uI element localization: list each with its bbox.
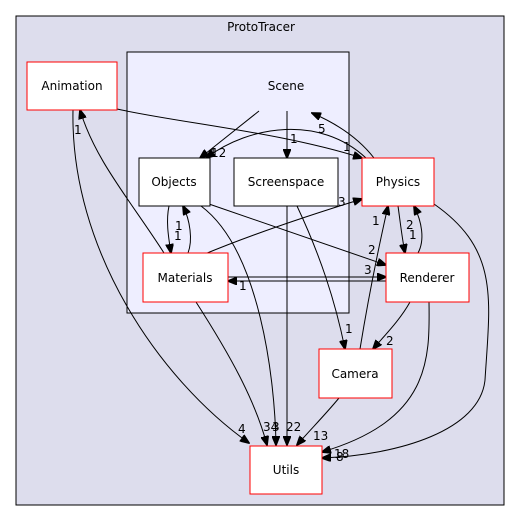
- node-renderer-label[interactable]: Renderer: [400, 271, 455, 285]
- cluster-scene-label[interactable]: Scene: [268, 79, 305, 93]
- node-camera[interactable]: Camera: [318, 348, 393, 399]
- edge-physics-scene: [312, 113, 375, 159]
- edge-renderer-physics: [414, 206, 423, 254]
- edge-physics-utils: [322, 203, 490, 458]
- edge-camera-utils: [297, 397, 340, 445]
- node-materials-label[interactable]: Materials: [157, 271, 212, 285]
- edge-animation-utils: [72, 109, 249, 443]
- edge-label-physics-renderer: 1: [409, 228, 417, 242]
- edge-label-objects-materials: 1: [174, 229, 182, 243]
- edge-label-screenspace-camera: 1: [345, 322, 353, 336]
- edge-materials-animation: [80, 110, 165, 254]
- cluster-prototracer-label: ProtoTracer: [227, 20, 295, 34]
- edge-label-objects-renderer: 2: [368, 243, 376, 257]
- node-screenspace-label[interactable]: Screenspace: [248, 175, 324, 189]
- edge-label-scene-objects: 12: [211, 146, 226, 160]
- node-camera-label[interactable]: Camera: [331, 367, 378, 381]
- edge-screenspace-camera: [296, 205, 345, 349]
- edge-objects-materials: [168, 205, 171, 253]
- edge-label-camera-physics: 1: [372, 214, 380, 228]
- edge-label-renderer-utils: 18: [334, 447, 349, 461]
- node-objects[interactable]: Objects: [138, 157, 211, 207]
- node-objects-label[interactable]: Objects: [151, 175, 196, 189]
- node-renderer[interactable]: Renderer: [385, 252, 470, 303]
- edge-label-physics-objects: 4: [208, 146, 216, 160]
- edge-label-physics-utils: 8: [336, 450, 344, 464]
- edge-label-renderer-camera: 2: [386, 334, 394, 348]
- node-utils-label[interactable]: Utils: [273, 463, 299, 477]
- edge-label-materials-objects: 1: [175, 219, 183, 233]
- edge-label-scene-screenspace: 1: [290, 132, 298, 146]
- node-materials[interactable]: Materials: [142, 252, 229, 303]
- node-animation-label[interactable]: Animation: [41, 79, 102, 93]
- edge-objects-renderer: [208, 203, 386, 265]
- edge-physics-objects: [206, 129, 367, 158]
- edge-label-materials-renderer: 3: [364, 263, 372, 277]
- edge-renderer-camera: [373, 301, 411, 349]
- edge-physics-renderer: [397, 205, 405, 253]
- edge-label-physics-scene: 5: [318, 122, 326, 136]
- edge-materials-objects: [183, 206, 191, 254]
- edge-label-renderer-physics: 2: [406, 218, 414, 232]
- edge-label-anim-utils: 4: [238, 422, 246, 436]
- node-physics-label[interactable]: Physics: [376, 175, 420, 189]
- edge-label-camera-utils: 13: [313, 429, 328, 443]
- edge-label-screenspace-utils: 22: [286, 420, 301, 434]
- edge-animation-physics: [116, 108, 362, 158]
- edge-label-renderer-materials: 1: [239, 279, 247, 293]
- edge-renderer-utils: [322, 301, 430, 452]
- node-screenspace[interactable]: Screenspace: [233, 157, 339, 207]
- node-physics[interactable]: Physics: [361, 157, 435, 207]
- edge-label-materials-utils: 3: [272, 420, 280, 434]
- edge-materials-utils: [195, 301, 267, 445]
- edge-objects-utils: [200, 205, 276, 445]
- node-utils[interactable]: Utils: [249, 445, 323, 495]
- edge-label-materials-physics: 3: [338, 195, 346, 209]
- edge-label-materials-anim: 1: [74, 123, 82, 137]
- edge-label-objects-utils: 34: [263, 420, 278, 434]
- edge-materials-physics: [199, 199, 362, 257]
- node-animation[interactable]: Animation: [26, 61, 118, 111]
- edge-camera-physics: [359, 206, 388, 350]
- edge-label-anim-physics: 1: [343, 140, 351, 154]
